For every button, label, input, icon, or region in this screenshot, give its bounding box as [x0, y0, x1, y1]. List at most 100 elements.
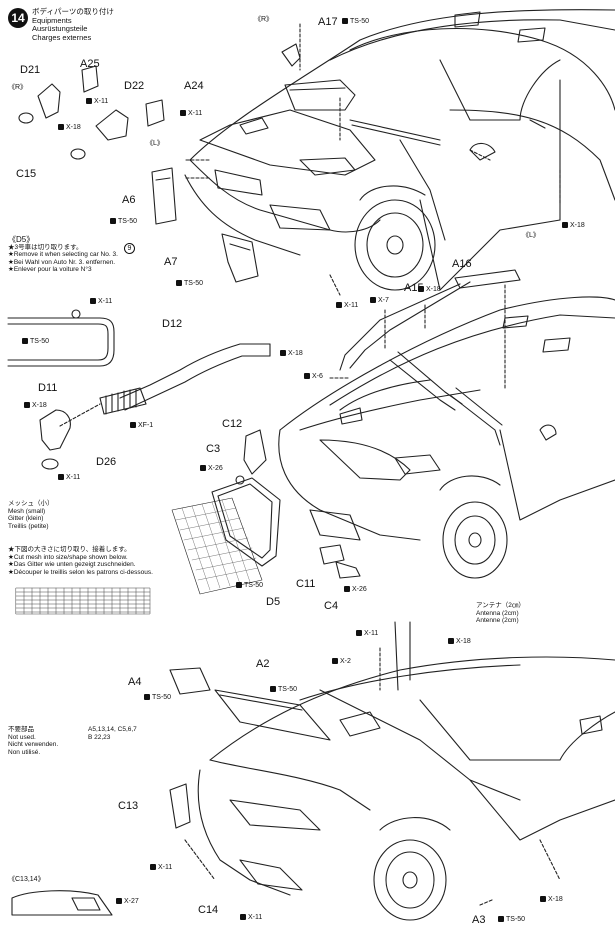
note-d5-jp: ★3号車は切り取ります。 — [8, 243, 83, 251]
note-cut-mesh: ★下図の大きさに切り取り、接着します。 ★Cut mesh into size/… — [8, 546, 153, 576]
screw-x18: X-18 — [58, 124, 81, 132]
mesh-template — [15, 587, 151, 615]
label-c14: C14 — [198, 904, 219, 916]
front-parts-mid — [211, 429, 361, 579]
screw-x18: X-18 — [418, 286, 441, 294]
label-a16: A16 — [452, 258, 472, 270]
label-c13: C13 — [118, 800, 139, 812]
label-a4: A4 — [128, 676, 142, 688]
car-rear-view — [169, 621, 615, 921]
screw-x18: X-18 — [280, 350, 303, 358]
screw-x11: X-11 — [336, 302, 358, 310]
c1314-detail — [11, 890, 113, 916]
unused-list-2: B 22,23 — [88, 733, 111, 741]
label-a24: A24 — [184, 80, 204, 92]
note-antenna-fr: Antenne (2cm) — [476, 617, 519, 624]
screw-ts50: TS-50 — [144, 694, 171, 702]
label-a7: A7 — [164, 256, 178, 268]
title-de: Ausrüstungsteile — [32, 24, 88, 33]
note-d5-en: ★Remove it when selecting car No. 3. — [8, 251, 118, 258]
note-unused: 不要部品 Not used. Nicht verwenden. Non util… — [8, 726, 58, 756]
note-d5: 《D5》 ★3号車は切り取ります。 ★Remove it when select… — [8, 236, 118, 274]
note-unused-de: Nicht verwenden. — [8, 741, 59, 748]
unused-parts-list: A5,13,14, C5,6,7 B 22,23 — [88, 726, 137, 741]
note-cut-en: ★Cut mesh into size/shape shown below. — [8, 553, 128, 561]
screw-ts50: TS-50 — [22, 338, 49, 346]
label-d12: D12 — [162, 318, 183, 330]
note-mesh-jp: メッシュ（小） — [8, 500, 54, 507]
title-jp: ボディパーツの取り付け — [32, 7, 114, 16]
label-l-right: 《L》 — [522, 232, 540, 239]
note-unused-jp: 不要部品 — [8, 726, 34, 733]
label-d22: D22 — [124, 80, 145, 92]
screw-x11: X-11 — [90, 298, 112, 306]
screw-x18: X-18 — [448, 638, 471, 646]
note-d5-de: ★Bei Wahl von Auto Nr. 3. entfernen. — [8, 258, 116, 266]
screw-x18: X-18 — [24, 402, 47, 410]
label-a2: A2 — [256, 658, 270, 670]
screw-x11: X-11 — [86, 98, 108, 106]
note-antenna-jp: アンテナ（2㎝） — [476, 602, 525, 609]
label-c11: C11 — [296, 578, 316, 590]
label-a25: A25 — [80, 58, 100, 70]
label-c3: C3 — [206, 443, 221, 455]
screw-x26: X-26 — [344, 586, 367, 594]
label-r-top: 《R》 — [254, 16, 274, 23]
label-l-left: 《L》 — [146, 140, 164, 147]
note-mesh: メッシュ（小） Mesh (small) Gitter (klein) Trei… — [8, 500, 54, 530]
label-a6: A6 — [122, 194, 136, 206]
title-en: Equipments — [32, 15, 72, 25]
label-d11: D11 — [38, 382, 58, 394]
d5-note-detail — [7, 309, 115, 367]
parts-panel-1 — [18, 23, 561, 296]
label-d21: D21 — [20, 64, 41, 76]
screw-x11: X-11 — [58, 474, 80, 482]
label-d5: D5 — [266, 596, 281, 608]
screw-x11: X-11 — [240, 914, 262, 922]
screw-ts50: TS-50 — [110, 218, 137, 226]
car-top-view — [184, 9, 615, 291]
label-a3: A3 — [472, 914, 486, 926]
mesh-lines — [175, 499, 259, 591]
step-number-badge: 14 — [8, 8, 28, 28]
screw-x7: X-7 — [370, 297, 389, 305]
note-cut-de: ★Das Gitter wie unten gezeigt zuschneide… — [8, 561, 136, 568]
screw-ts50: TS-50 — [176, 280, 203, 288]
note-cut-fr: ★Découper le treillis selon les patrons … — [8, 568, 153, 576]
screw-x11: X-11 — [150, 864, 172, 872]
screw-ts50: TS-50 — [342, 18, 369, 26]
label-c4: C4 — [324, 600, 339, 612]
label-c12: C12 — [222, 418, 243, 430]
note-cut-jp: ★下図の大きさに切り取り、接着します。 — [8, 546, 131, 553]
screw-ts50: TS-50 — [498, 916, 525, 924]
note-d5-fr: ★Enlever pour la voiture N°3 — [8, 266, 92, 273]
note-unused-en: Not used. — [8, 733, 36, 741]
screw-x11: X-11 — [180, 110, 202, 118]
label-r-left: 《R》 — [8, 84, 28, 91]
title-fr: Charges externes — [32, 32, 92, 42]
unused-list-1: A5,13,14, C5,6,7 — [88, 726, 137, 733]
screw-x27: X-27 — [116, 898, 139, 906]
note-antenna: アンテナ（2㎝） Antenna (2cm) Antenne (2cm) — [476, 602, 525, 625]
step-title: ボディパーツの取り付け Equipments Ausrüstungsteile … — [32, 7, 114, 42]
label-c15: C15 — [16, 168, 37, 180]
screw-xf1: XF-1 — [130, 422, 153, 430]
label-d26: D26 — [96, 456, 117, 468]
screw-x2: X-2 — [332, 658, 351, 666]
screw-ts50: TS-50 — [236, 582, 263, 590]
screw-x18: X-18 — [562, 222, 585, 230]
screw-x11: X-11 — [356, 630, 378, 638]
car-middle-view — [278, 269, 615, 579]
note-mesh-en: Mesh (small) — [8, 507, 46, 515]
label-c1314-head: 《C13,14》 — [8, 876, 45, 883]
screw-x18: X-18 — [540, 896, 563, 904]
label-circle-9: 9 — [124, 243, 135, 254]
screw-ts50: TS-50 — [270, 686, 297, 694]
note-antenna-en: Antenna (2cm) — [476, 609, 519, 617]
label-a17: A17 — [318, 16, 338, 28]
note-mesh-fr: Treillis (petite) — [8, 522, 49, 530]
note-d5-head: 《D5》 — [8, 235, 35, 244]
note-unused-fr: Non utilisé. — [8, 748, 41, 756]
